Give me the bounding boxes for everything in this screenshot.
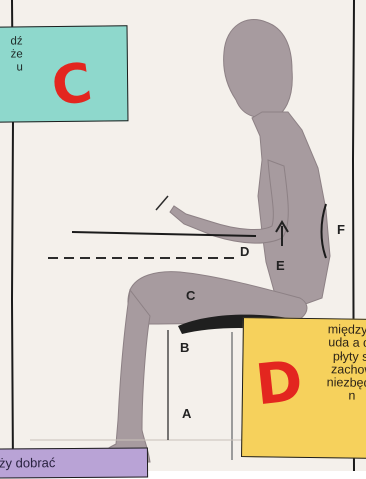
label-e: E	[276, 258, 285, 273]
label-d: D	[240, 244, 249, 259]
marker-d: D	[253, 354, 305, 415]
label-f: F	[337, 222, 345, 237]
note-bottom-left-text: ży dobrać	[0, 455, 55, 470]
marker-c: C	[48, 56, 95, 115]
note-c-line: u	[11, 61, 23, 74]
label-a: A	[182, 406, 192, 421]
note-c-line: że	[11, 48, 23, 61]
label-b: B	[180, 340, 189, 355]
note-bottom-left: ży dobrać	[0, 447, 148, 478]
note-c-line: dź	[10, 35, 22, 48]
note-c-text: dź że u	[10, 35, 23, 74]
label-c: C	[186, 288, 196, 303]
